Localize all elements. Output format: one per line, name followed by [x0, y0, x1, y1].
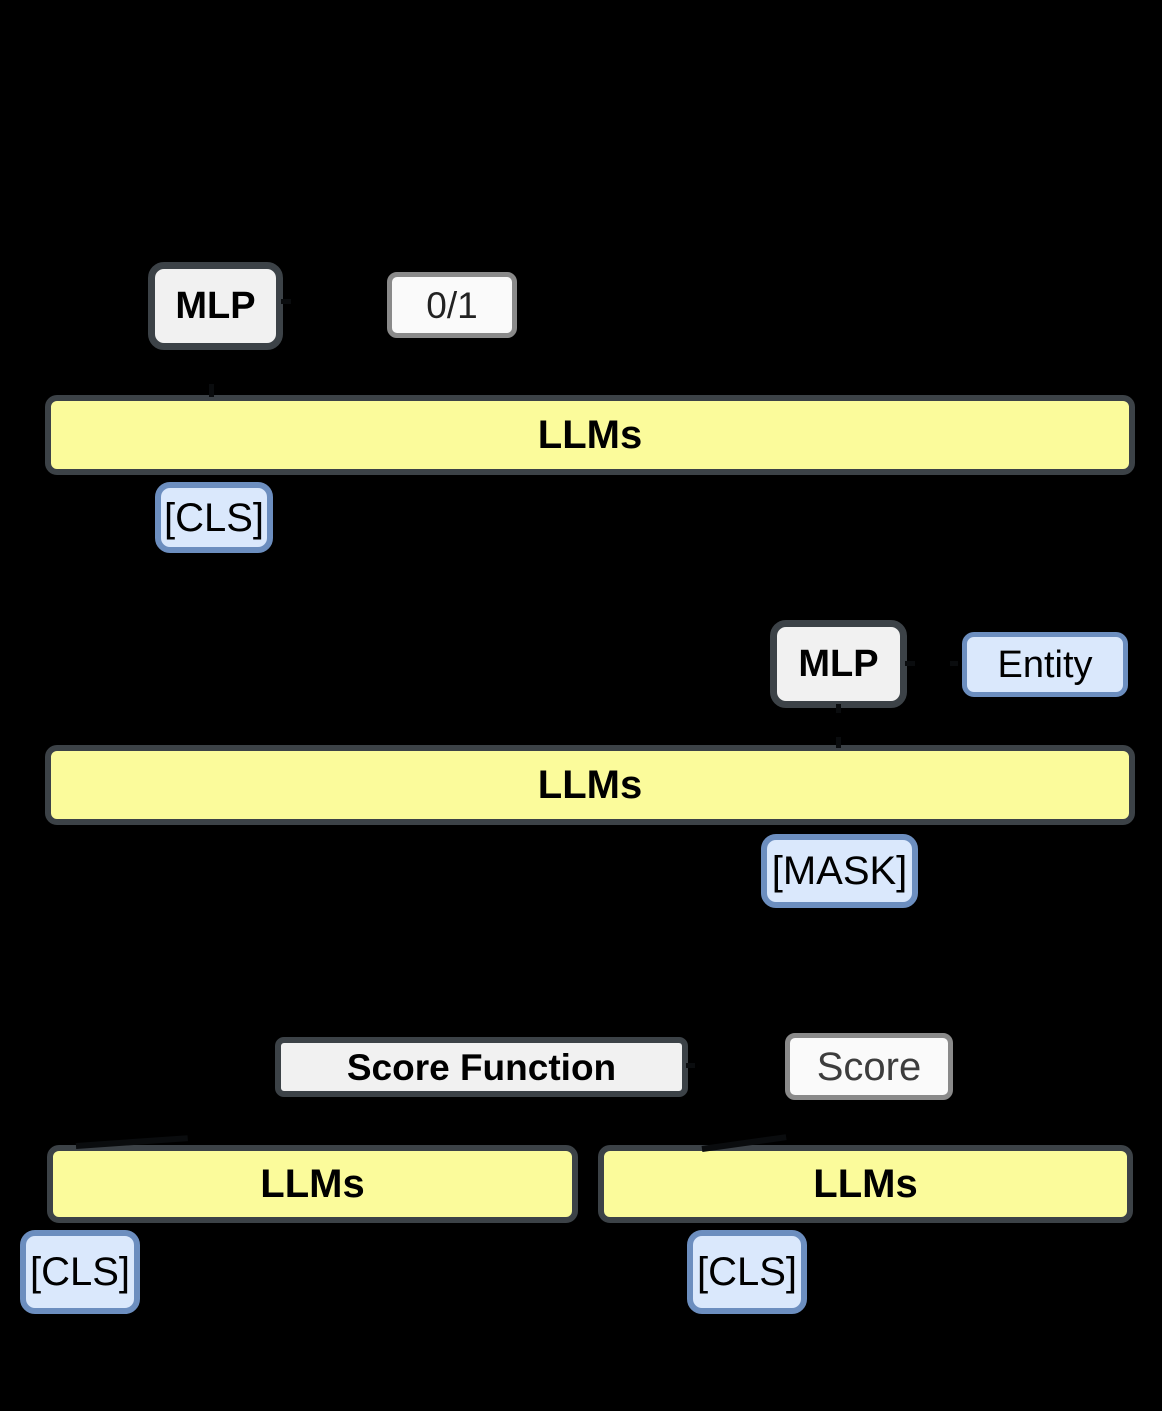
mlp-box-masked: MLP	[770, 620, 907, 708]
arrow-fragment	[836, 737, 841, 748]
llm-bar-left: LLMs	[47, 1145, 578, 1223]
llm-bar-classification: LLMs	[45, 395, 1135, 475]
mlp-box-classification: MLP	[148, 262, 283, 350]
llm-bar-masked: LLMs	[45, 745, 1135, 825]
arrow-fragment	[905, 661, 915, 666]
arrow-fragment	[209, 384, 214, 397]
arrow-fragment	[836, 704, 841, 713]
arrow-fragment	[950, 661, 958, 666]
score-output-box: Score	[785, 1033, 953, 1100]
mask-token-box: [MASK]	[761, 834, 918, 908]
score-function-box: Score Function	[275, 1037, 688, 1097]
llm-bar-right: LLMs	[598, 1145, 1133, 1223]
arrow-fragment	[281, 299, 291, 304]
entity-output-box: Entity	[962, 632, 1128, 697]
cls-token-box-right: [CLS]	[687, 1230, 807, 1314]
cls-token-box-classification: [CLS]	[155, 482, 273, 553]
cls-token-box-left: [CLS]	[20, 1230, 140, 1314]
arrow-fragment	[686, 1063, 695, 1068]
binary-output-box: 0/1	[387, 272, 517, 338]
